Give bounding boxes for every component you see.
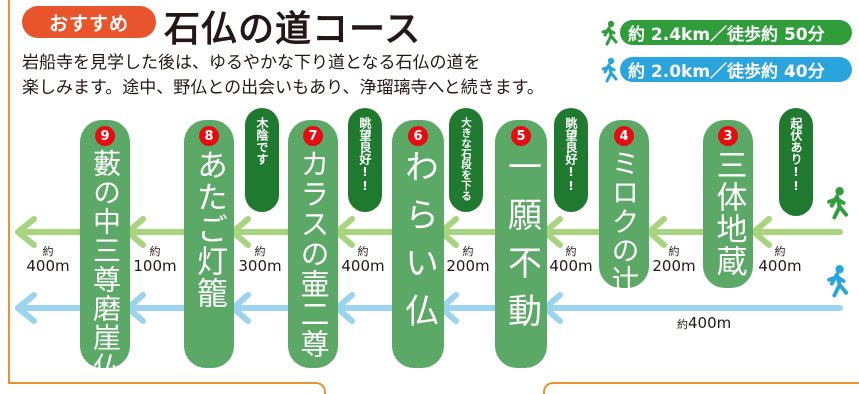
distance-label: 約 100m bbox=[133, 245, 177, 274]
course-title: 石仏の道コース bbox=[164, 9, 422, 50]
distance-value: 400m bbox=[549, 257, 593, 275]
stop-8: 8 あたご灯籠 bbox=[184, 120, 234, 368]
course-description: 岩船寺を見学した後は、ゆるやかな下り道となる石仏の道を 楽しみます。途中、野仏と… bbox=[22, 51, 544, 101]
distance-value: 400m bbox=[26, 257, 70, 275]
distance-prefix: 約 bbox=[357, 245, 369, 258]
distance-label: 約 400m bbox=[341, 245, 385, 274]
note-bubble-3: 起伏あり!! bbox=[779, 108, 813, 216]
stop-name: わらい仏 bbox=[398, 149, 439, 341]
distance-label: 約 300m bbox=[238, 245, 282, 274]
distance-label-blue: 約400m bbox=[677, 314, 731, 332]
walking-person-icon bbox=[827, 187, 849, 220]
distance-value: 100m bbox=[133, 257, 177, 275]
stop-number: 9 bbox=[95, 126, 115, 146]
stop-name: 三体地蔵 bbox=[710, 149, 747, 277]
distance-prefix: 約 bbox=[677, 318, 688, 331]
stop-7: 7 カラスの壷二尊 bbox=[288, 120, 338, 368]
stop-number: 7 bbox=[303, 126, 323, 146]
distance-value: 200m bbox=[446, 257, 490, 275]
stop-3: 3 三体地蔵 bbox=[703, 120, 753, 288]
note-text: 木陰です bbox=[255, 117, 269, 165]
frame-border-bottom-right bbox=[543, 382, 859, 394]
walk-info-blue: 約 2.0km／徒歩約 40分 bbox=[620, 57, 852, 82]
distance-prefix: 約 bbox=[149, 245, 161, 258]
distance-prefix: 約 bbox=[462, 245, 474, 258]
walk-info-green: 約 2.4km／徒歩約 50分 bbox=[620, 20, 852, 45]
distance-prefix: 約 bbox=[774, 245, 786, 258]
stop-number: 3 bbox=[718, 126, 738, 146]
stop-5: 5 一願不動 bbox=[495, 120, 547, 368]
distance-label: 約 400m bbox=[758, 245, 802, 274]
distance-value: 300m bbox=[238, 257, 282, 275]
stop-9: 9 藪の中三尊磨崖仏 bbox=[80, 120, 130, 381]
note-bubble-8: 木陰です bbox=[245, 108, 279, 212]
stop-name: ミロクの辻 bbox=[607, 149, 641, 294]
distance-value: 400m bbox=[688, 314, 732, 332]
recommend-badge: おすすめ bbox=[22, 6, 156, 38]
stop-number: 5 bbox=[511, 126, 531, 146]
stop-4: 4 ミロクの辻 bbox=[599, 120, 649, 294]
distance-prefix: 約 bbox=[565, 245, 577, 258]
distance-prefix: 約 bbox=[42, 245, 54, 258]
distance-value: 400m bbox=[341, 257, 385, 275]
stop-name: 藪の中三尊磨崖仏 bbox=[89, 149, 122, 381]
walking-person-icon bbox=[827, 265, 849, 298]
distance-prefix: 約 bbox=[254, 245, 266, 258]
note-bubble-6: 眺望良好!! bbox=[348, 108, 382, 212]
note-text: 起伏あり!! bbox=[789, 117, 803, 193]
note-text: 大きな石段を下る bbox=[460, 117, 472, 201]
description-line-2: 楽しみます。途中、野仏との出会いもあり、浄瑠璃寺へと続きます。 bbox=[22, 78, 544, 98]
walking-person-icon bbox=[601, 57, 618, 83]
stop-6: 6 わらい仏 bbox=[392, 120, 444, 368]
frame-border-left bbox=[8, 0, 10, 384]
note-text: 眺望良好!! bbox=[564, 117, 578, 193]
frame-border-bottom-left bbox=[8, 382, 326, 394]
stop-number: 8 bbox=[199, 126, 219, 146]
walking-person-icon bbox=[601, 20, 618, 46]
stop-name: あたご灯籠 bbox=[191, 149, 227, 309]
note-text: 眺望良好!! bbox=[358, 117, 372, 193]
stop-number: 4 bbox=[614, 126, 634, 146]
note-bubble-5: 大きな石段を下る bbox=[449, 108, 483, 212]
note-bubble-4: 眺望良好!! bbox=[554, 108, 588, 212]
stop-number: 6 bbox=[408, 126, 428, 146]
distance-prefix: 約 bbox=[668, 245, 680, 258]
distance-label: 約 200m bbox=[446, 245, 490, 274]
distance-label: 約 400m bbox=[26, 245, 70, 274]
description-line-1: 岩船寺を見学した後は、ゆるやかな下り道となる石仏の道を bbox=[22, 53, 481, 73]
distance-label: 約 200m bbox=[652, 245, 696, 274]
stop-name: カラスの壷二尊 bbox=[296, 149, 330, 359]
distance-value: 200m bbox=[652, 257, 696, 275]
distance-label: 約 400m bbox=[549, 245, 593, 274]
stop-name: 一願不動 bbox=[501, 149, 542, 341]
distance-value: 400m bbox=[758, 257, 802, 275]
